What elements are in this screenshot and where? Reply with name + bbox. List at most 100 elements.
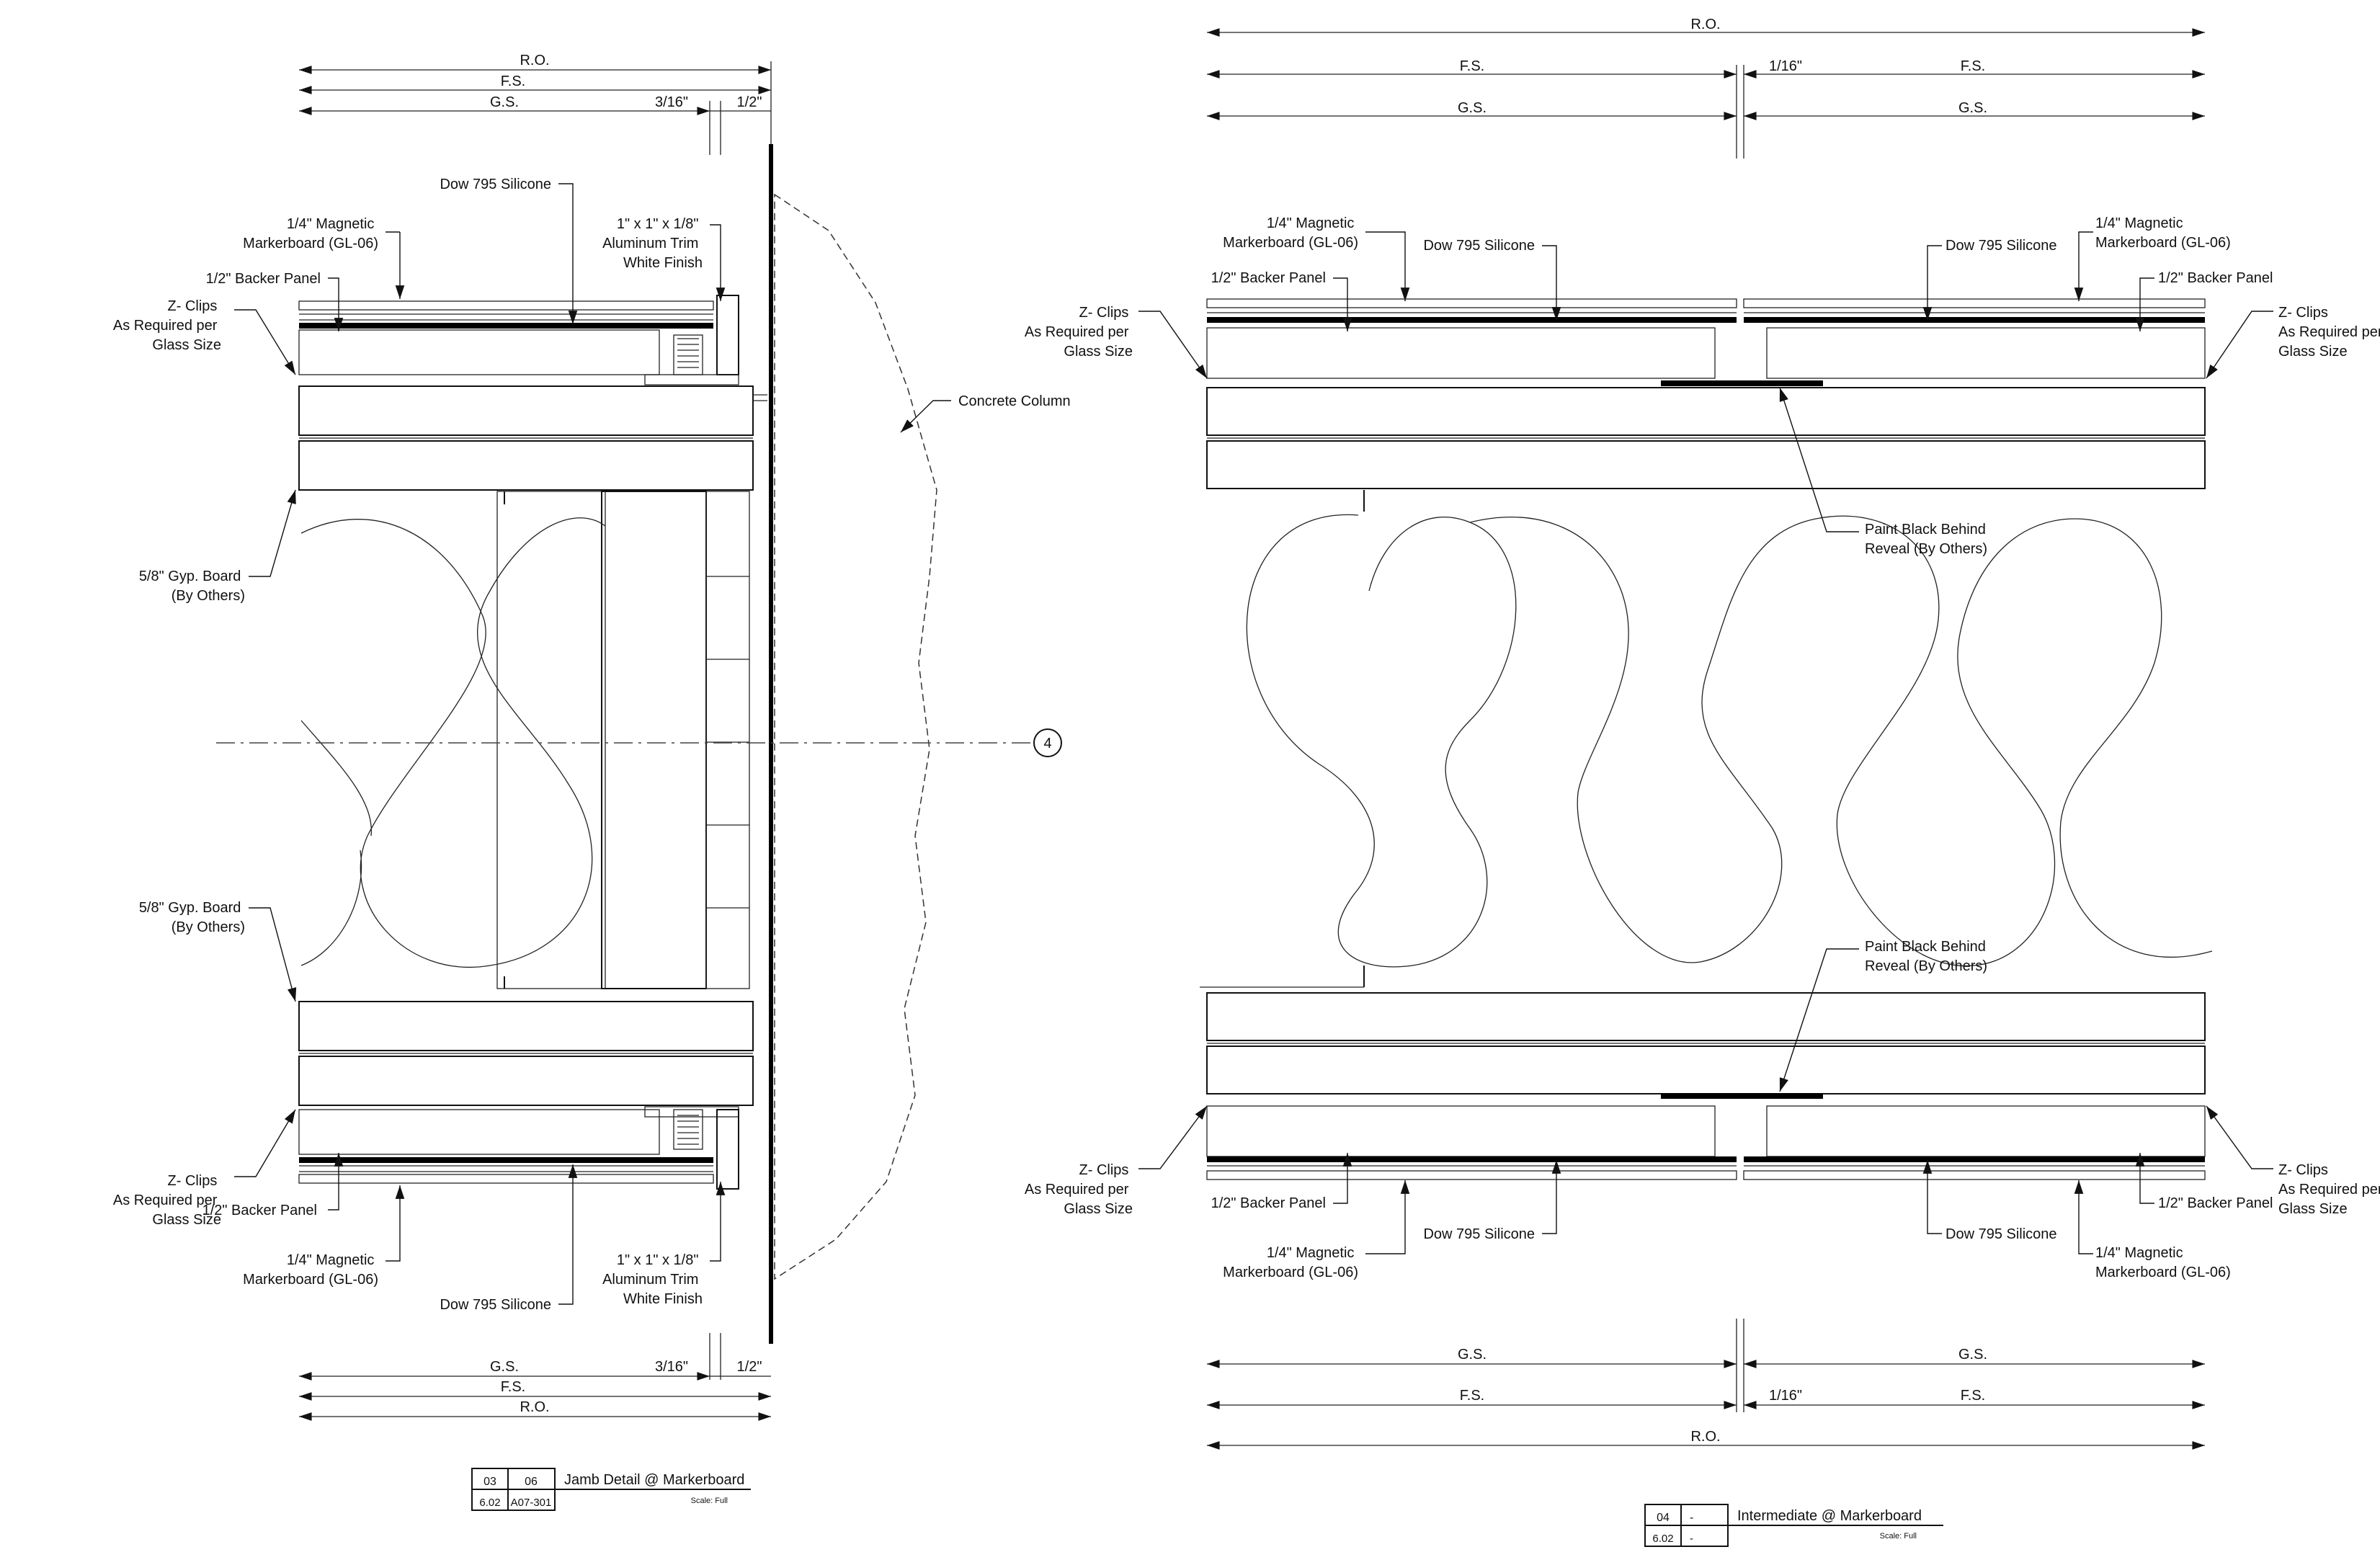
- jamb-top-fs-text: F.S.: [501, 73, 525, 89]
- jamb-top-zclips-line3: Glass Size: [152, 337, 221, 353]
- intermediate-bottom-left-magnetic-label: 1/4" Magnetic Markerboard (GL-06): [1223, 1245, 1358, 1280]
- jamb-bottom-zclips-line3: Glass Size: [152, 1212, 221, 1228]
- intermediate-bottom-left-backer-label: 1/2" Backer Panel: [1211, 1195, 1326, 1211]
- jamb-bottom-fs-text: F.S.: [501, 1379, 525, 1395]
- intermediate-top-left-zclips-label: Z- Clips As Required per Glass Size: [1025, 305, 1133, 360]
- intermediate-top-paint-line2: Reveal (By Others): [1865, 541, 1987, 557]
- intermediate-top-left-zclips-line2: As Required per: [1025, 324, 1129, 340]
- jamb-top-magnetic-label: 1/4" Magnetic Markerboard (GL-06): [243, 216, 378, 251]
- jamb-top-gyp-line1: 5/8" Gyp. Board: [139, 569, 241, 584]
- jamb-bottom-trim-line3: White Finish: [623, 1291, 703, 1307]
- jamb-top-trim-line1: 1" x 1" x 1/8": [617, 216, 699, 232]
- jamb-framing: [496, 491, 750, 989]
- intermediate-bottom-gs-right-text: G.S.: [1958, 1347, 1987, 1363]
- intermediate-bottom-left-magnetic-line1: 1/4" Magnetic: [1267, 1245, 1355, 1261]
- intermediate-top-right-zclips-line1: Z- Clips: [2278, 305, 2328, 321]
- intermediate-bottom-paint-label: Paint Black Behind Reveal (By Others): [1865, 939, 1989, 974]
- grid-bubble: [1033, 728, 1062, 757]
- intermediate-top-fs-left-text: F.S.: [1460, 58, 1484, 74]
- jamb-top-gyp-label: 5/8" Gyp. Board (By Others): [139, 569, 245, 604]
- intermediate-top-right-silicone-label: Dow 795 Silicone: [1946, 238, 2057, 254]
- jamb-bottom-trim-label: 1" x 1" x 1/8" Aluminum Trim White Finis…: [602, 1252, 703, 1307]
- intermediate-bottom-paint-line2: Reveal (By Others): [1865, 958, 1987, 974]
- intermediate-top-right-zclips-label: Z- Clips As Required per Glass Size: [2278, 305, 2380, 360]
- jamb-bottom-gs-text: G.S.: [490, 1359, 519, 1375]
- intermediate-top-right-magnetic-line1: 1/4" Magnetic: [2095, 215, 2183, 231]
- intermediate-top-right-zclips-line2: As Required per: [2278, 324, 2380, 340]
- jamb-bottom-half-text: 1/2": [737, 1359, 762, 1375]
- intermediate-detail: R.O. F.S. 1/16" F.S. G.S. G.S.: [1025, 17, 2380, 1547]
- jamb-top-magnetic-line2: Markerboard (GL-06): [243, 236, 378, 251]
- jamb-bottom-assembly: [298, 1001, 754, 1190]
- jamb-bottom-gyp-line2: (By Others): [171, 919, 245, 935]
- jamb-top-zclips-line2: As Required per: [113, 318, 218, 334]
- jamb-bottom-zclips-line1: Z- Clips: [168, 1173, 218, 1189]
- jamb-bottom-zclips-label: Z- Clips As Required per Glass Size: [113, 1173, 221, 1228]
- intermediate-bottom-116-text: 1/16": [1769, 1388, 1802, 1404]
- jamb-top-zclips-line1: Z- Clips: [168, 298, 218, 314]
- jamb-bottom-dimensions: G.S. 3/16" 1/2" F.S. R.O.: [299, 1333, 771, 1421]
- jamb-top-assembly: [298, 295, 767, 491]
- title-block-intermediate-scale: Scale: Full: [1880, 1532, 1917, 1541]
- intermediate-bottom-fs-left-text: F.S.: [1460, 1388, 1484, 1404]
- title-block-jamb-scale: Scale: Full: [691, 1497, 728, 1505]
- jamb-detail: R.O. F.S. G.S. 3/16" 1/2": [113, 53, 1071, 1511]
- jamb-bottom-backer-label: 1/2" Backer Panel: [202, 1203, 317, 1218]
- intermediate-bottom-right-magnetic-line1: 1/4" Magnetic: [2095, 1245, 2183, 1261]
- intermediate-top-left-magnetic-line2: Markerboard (GL-06): [1223, 235, 1358, 251]
- jamb-bottom-gyp-label: 5/8" Gyp. Board (By Others): [139, 900, 245, 935]
- title-block-jamb: 03 06 6.02 A07-301 Jamb Detail @ Markerb…: [471, 1468, 751, 1511]
- intermediate-top-right-backer-label: 1/2" Backer Panel: [2158, 270, 2273, 286]
- jamb-annotations: 1/4" Magnetic Markerboard (GL-06) 1/2" B…: [113, 177, 1071, 1313]
- jamb-top-half-text: 1/2": [737, 94, 762, 110]
- intermediate-bottom-left-zclips-label: Z- Clips As Required per Glass Size: [1025, 1162, 1133, 1217]
- intermediate-bottom-right-magnetic-line2: Markerboard (GL-06): [2095, 1265, 2231, 1280]
- intermediate-bottom-assembly: [1200, 966, 2206, 1180]
- jamb-top-backer-label: 1/2" Backer Panel: [206, 271, 321, 287]
- intermediate-top-left-backer-label: 1/2" Backer Panel: [1211, 270, 1326, 286]
- jamb-insulation: [300, 517, 606, 968]
- jamb-top-trim-line3: White Finish: [623, 255, 703, 271]
- intermediate-bottom-left-zclips-line2: As Required per: [1025, 1182, 1129, 1198]
- title-block-intermediate-ref: -: [1690, 1512, 1693, 1524]
- intermediate-top-dimensions: R.O. F.S. 1/16" F.S. G.S. G.S.: [1207, 17, 2205, 159]
- title-block-jamb-ref-sheet: A07-301: [511, 1497, 552, 1509]
- title-block-intermediate-ref-sheet: -: [1690, 1533, 1693, 1545]
- intermediate-bottom-left-magnetic-line2: Markerboard (GL-06): [1223, 1265, 1358, 1280]
- intermediate-top-paint-line1: Paint Black Behind: [1865, 522, 1986, 538]
- title-block-jamb-ref: 06: [525, 1476, 538, 1488]
- intermediate-top-ro-text: R.O.: [1690, 17, 1720, 32]
- title-block-jamb-detail-no: 03: [483, 1476, 496, 1488]
- jamb-top-dimensions: R.O. F.S. G.S. 3/16" 1/2": [299, 53, 772, 155]
- intermediate-bottom-paint-line1: Paint Black Behind: [1865, 939, 1986, 955]
- intermediate-annotations: 1/4" Magnetic Markerboard (GL-06) Dow 79…: [1025, 215, 2380, 1280]
- intermediate-bottom-right-silicone-label: Dow 795 Silicone: [1946, 1226, 2057, 1242]
- intermediate-bottom-right-backer-label: 1/2" Backer Panel: [2158, 1195, 2273, 1211]
- intermediate-bottom-left-zclips-line3: Glass Size: [1064, 1201, 1133, 1217]
- jamb-bottom-zclips-line2: As Required per: [113, 1192, 218, 1208]
- intermediate-top-right-magnetic-line2: Markerboard (GL-06): [2095, 235, 2231, 251]
- title-block-intermediate-sheet: 6.02: [1652, 1533, 1673, 1545]
- intermediate-top-left-magnetic-label: 1/4" Magnetic Markerboard (GL-06): [1223, 215, 1358, 251]
- jamb-top-zclips-label: Z- Clips As Required per Glass Size: [113, 298, 221, 353]
- jamb-top-316-text: 3/16": [655, 94, 688, 110]
- intermediate-bottom-right-magnetic-label: 1/4" Magnetic Markerboard (GL-06): [2095, 1245, 2231, 1280]
- jamb-top-ro-text: R.O.: [520, 53, 549, 68]
- jamb-top-gs-text: G.S.: [490, 94, 519, 110]
- intermediate-top-left-zclips-line3: Glass Size: [1064, 344, 1133, 360]
- intermediate-top-paint-label: Paint Black Behind Reveal (By Others): [1865, 522, 1989, 557]
- jamb-bottom-magnetic-line2: Markerboard (GL-06): [243, 1272, 378, 1288]
- jamb-bottom-trim-line1: 1" x 1" x 1/8": [617, 1252, 699, 1268]
- concrete-column: [774, 193, 937, 1280]
- title-block-intermediate-detail-no: 04: [1657, 1512, 1670, 1524]
- intermediate-bottom-ro-text: R.O.: [1690, 1429, 1720, 1445]
- intermediate-top-fs-right-text: F.S.: [1961, 58, 1985, 74]
- intermediate-top-right-magnetic-label: 1/4" Magnetic Markerboard (GL-06): [2095, 215, 2231, 251]
- intermediate-top-gs-right-text: G.S.: [1958, 100, 1987, 116]
- jamb-bottom-magnetic-label: 1/4" Magnetic Markerboard (GL-06): [243, 1252, 378, 1288]
- intermediate-bottom-right-zclips-line2: As Required per: [2278, 1182, 2380, 1198]
- grid-bubble-text: 4: [1043, 736, 1051, 752]
- intermediate-top-left-magnetic-line1: 1/4" Magnetic: [1267, 215, 1355, 231]
- jamb-bottom-316-text: 3/16": [655, 1359, 688, 1375]
